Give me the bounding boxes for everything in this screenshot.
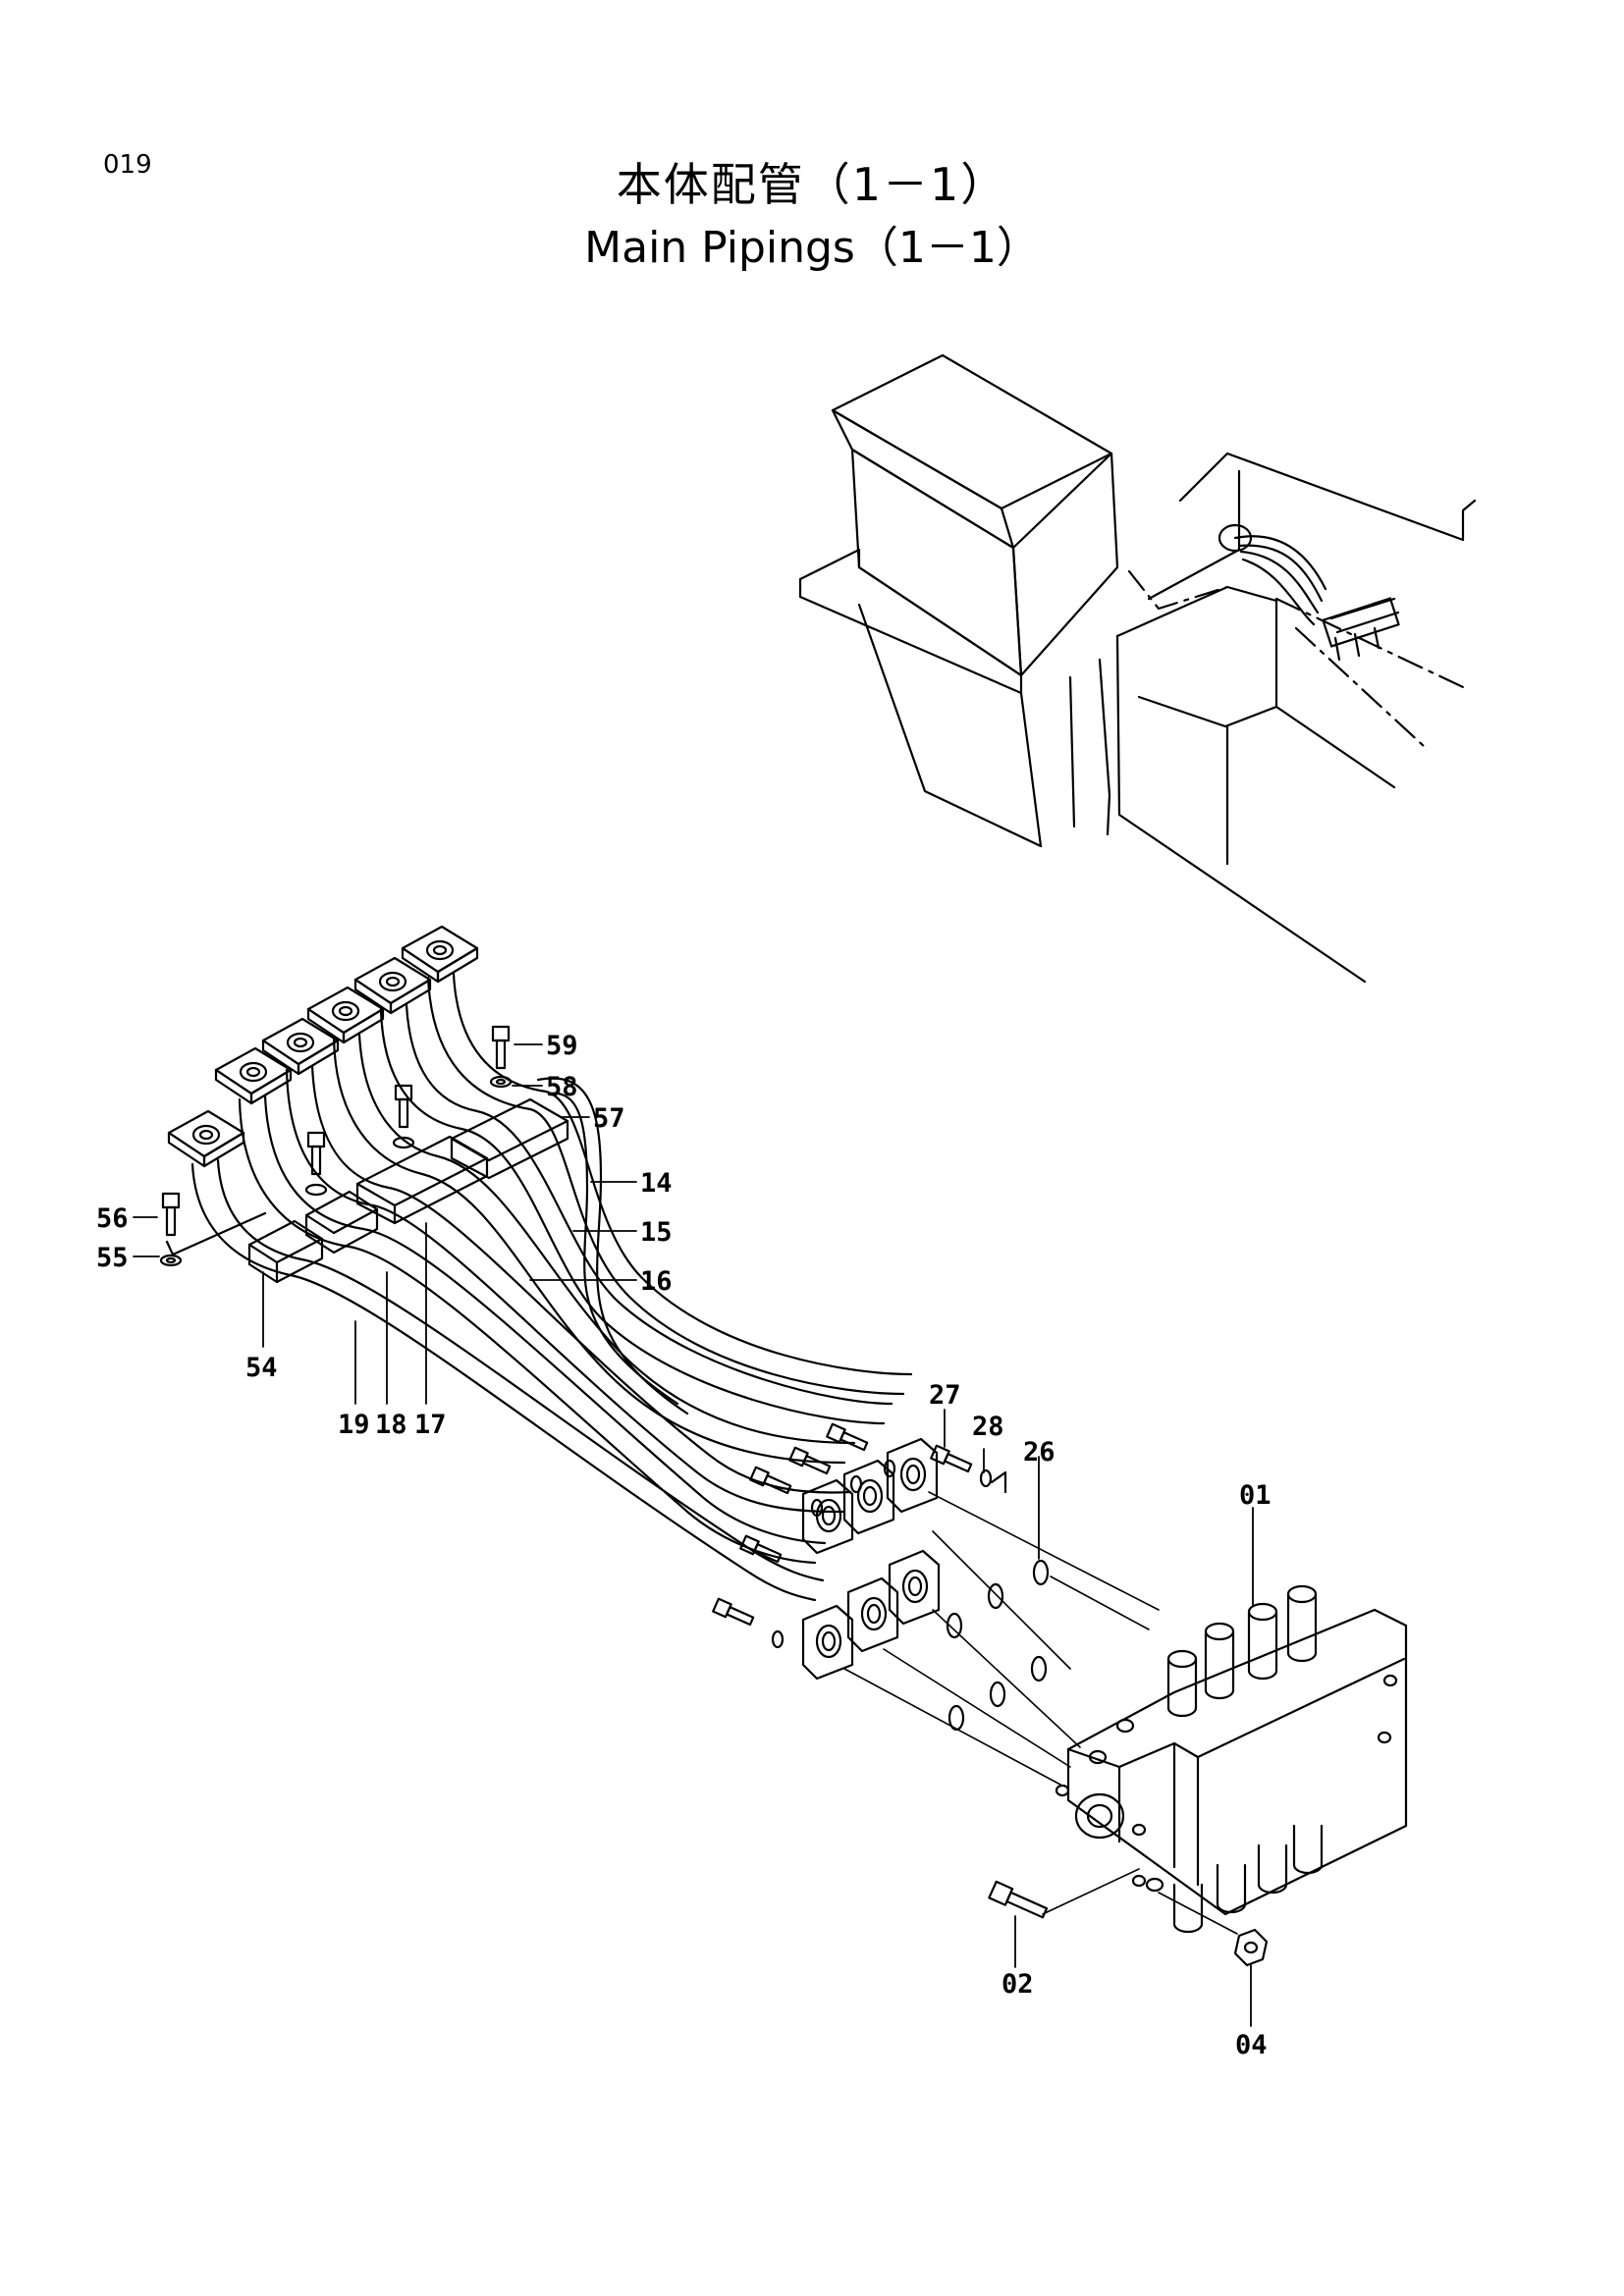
callout-26: 26 xyxy=(1023,1437,1056,1468)
callout-27: 27 xyxy=(929,1380,961,1411)
callout-18: 18 xyxy=(375,1410,407,1440)
clamp-bolts xyxy=(159,1025,513,1267)
callout-02: 02 xyxy=(1001,1969,1034,2000)
valve-side-flanges xyxy=(801,1437,941,1681)
control-valve xyxy=(1055,1584,1408,1934)
title-japanese: 本体配管（1－1） xyxy=(616,158,1008,211)
callout-56: 56 xyxy=(96,1203,129,1234)
callout-57: 57 xyxy=(593,1103,625,1134)
callout-17: 17 xyxy=(414,1410,447,1440)
callout-16: 16 xyxy=(640,1266,673,1297)
o-rings xyxy=(843,1491,1160,1786)
callout-55: 55 xyxy=(96,1243,129,1273)
callout-28: 28 xyxy=(972,1412,1004,1442)
callout-54: 54 xyxy=(245,1353,278,1383)
upper-port-flanges xyxy=(167,925,479,1168)
callout-15: 15 xyxy=(640,1217,673,1248)
title-english: Main Pipings（1－1） xyxy=(584,223,1040,273)
page-number: 019 xyxy=(103,150,152,180)
callout-19: 19 xyxy=(338,1410,370,1440)
callout-01: 01 xyxy=(1239,1480,1272,1511)
pipe-bundle xyxy=(190,972,913,1602)
callout-04: 04 xyxy=(1235,2030,1268,2060)
callout-58: 58 xyxy=(546,1072,578,1102)
callout-labels: 59 58 57 14 15 16 56 55 54 19 18 17 27 2… xyxy=(96,1031,1272,2060)
callout-59: 59 xyxy=(546,1031,578,1061)
machine-overview-inset xyxy=(798,353,1477,984)
flange-bolts xyxy=(712,1422,1007,1649)
valve-mount-nut xyxy=(1158,1892,1269,1967)
callout-14: 14 xyxy=(640,1168,673,1199)
pipe-clamps xyxy=(165,1097,569,1284)
valve-mount-bolt xyxy=(988,1880,1049,1919)
leader-lines xyxy=(133,1043,1254,2027)
